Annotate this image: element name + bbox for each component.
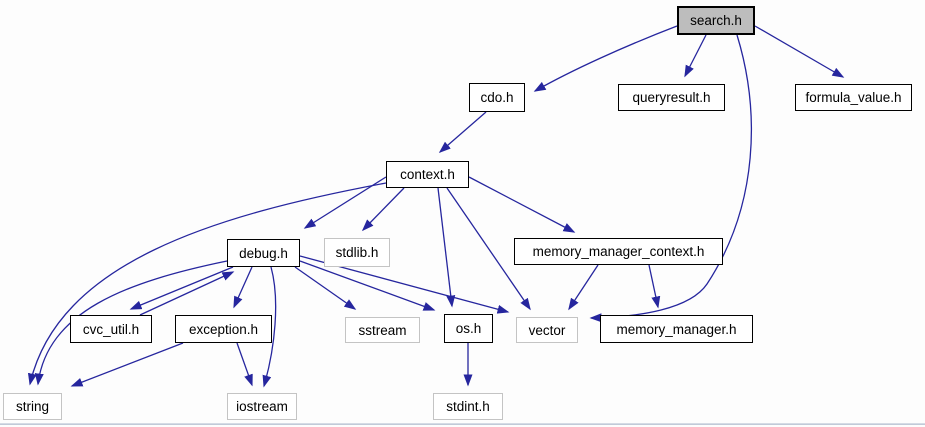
edge-context-os: [437, 187, 456, 308]
page-divider: [0, 423, 925, 425]
node-stdint-h: stdint.h: [433, 393, 503, 420]
node-memory-manager-context-h[interactable]: memory_manager_context.h: [514, 238, 723, 265]
edge-search-cdo: [533, 25, 678, 92]
edge-debug-string: [34, 260, 228, 386]
node-cvc-util-h[interactable]: cvc_util.h: [70, 315, 152, 343]
node-cdo-h[interactable]: cdo.h: [469, 83, 525, 112]
node-string: string: [3, 393, 62, 420]
edge-context-string: [27, 182, 387, 386]
edge-search-formula_value: [754, 25, 845, 78]
edge-debug-exception: [233, 266, 253, 309]
edge-debug-cvc_util: [129, 266, 234, 310]
node-formula-value-h[interactable]: formula_value.h: [795, 84, 912, 111]
node-queryresult-h[interactable]: queryresult.h: [618, 84, 725, 111]
edge-mmc-memory_manager: [648, 264, 661, 309]
node-search-h: search.h: [677, 6, 755, 35]
node-os-h[interactable]: os.h: [444, 314, 493, 343]
node-exception-h[interactable]: exception.h: [175, 315, 272, 343]
edge-context-vector: [446, 187, 531, 311]
node-stdlib-h: stdlib.h: [324, 238, 390, 267]
edge-exception-iostream: [236, 342, 253, 387]
node-context-h[interactable]: context.h: [386, 161, 469, 188]
edge-debug-iostream: [262, 266, 277, 388]
edge-search-vector: [589, 34, 752, 323]
edge-search-queryresult: [684, 34, 707, 78]
node-sstream: sstream: [345, 317, 420, 343]
node-vector: vector: [516, 317, 578, 343]
edge-mmc-vector: [568, 264, 599, 311]
edge-debug-sstream: [294, 266, 357, 310]
edge-exception-string: [70, 342, 184, 387]
node-iostream: iostream: [227, 393, 297, 420]
node-memory-manager-h[interactable]: memory_manager.h: [600, 315, 753, 343]
edge-context-stdlib: [361, 187, 405, 232]
edge-cvc_util-debug: [139, 271, 235, 316]
node-debug-h[interactable]: debug.h: [227, 239, 300, 267]
edge-debug-os: [299, 260, 436, 311]
edge-cdo-context: [438, 111, 487, 153]
edge-context-mmc: [468, 176, 576, 233]
